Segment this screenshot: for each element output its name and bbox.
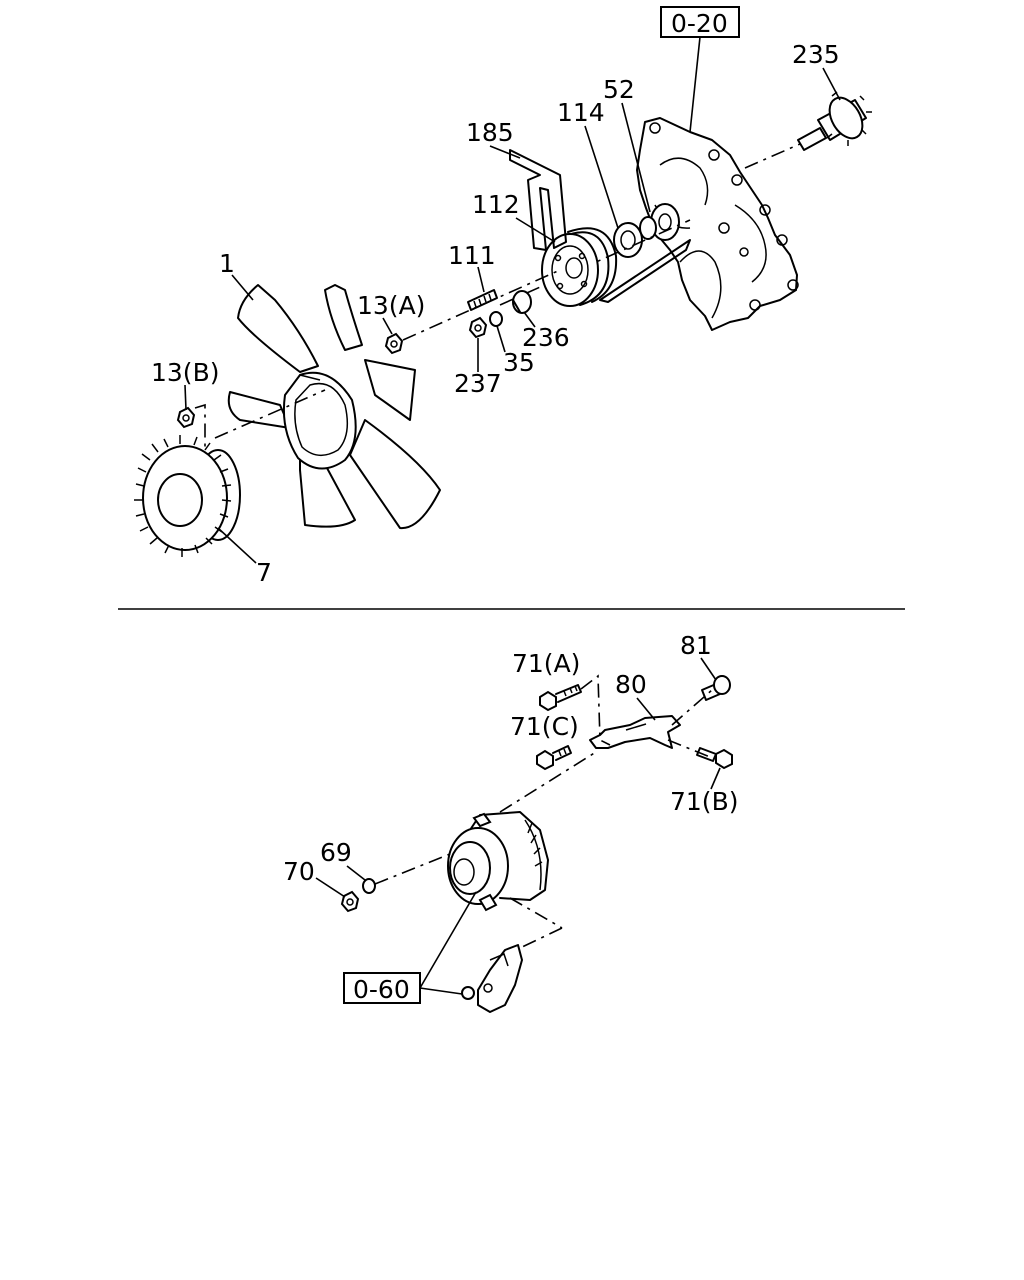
part-label-114: 114 <box>557 98 605 127</box>
part-label-81: 81 <box>680 631 712 660</box>
part-label-71c: 71(C) <box>510 712 579 741</box>
part-label-52: 52 <box>603 75 635 104</box>
stud-111 <box>467 289 498 311</box>
bolt-81 <box>701 675 731 701</box>
bearing-114 <box>613 222 643 258</box>
ref-label-0-60[interactable]: 0-60 <box>353 975 410 1004</box>
part-label-7: 7 <box>256 558 272 587</box>
washer-35 <box>489 311 503 327</box>
part-label-70: 70 <box>283 857 315 886</box>
nut-237 <box>468 316 488 339</box>
shaft-gear-235 <box>744 91 872 169</box>
cooling-fan-1 <box>227 284 441 530</box>
seal-52 <box>639 203 680 241</box>
nut-13b <box>176 406 196 429</box>
bracket-185 <box>509 149 567 251</box>
lower-leader-lines <box>315 657 721 995</box>
nut-70 <box>340 890 360 913</box>
bolt-71c <box>536 745 572 771</box>
part-label-112: 112 <box>472 190 520 219</box>
part-label-80: 80 <box>615 670 647 699</box>
part-label-71b: 71(B) <box>670 787 738 816</box>
fan-clutch-7 <box>134 435 241 557</box>
alternator-bracket <box>461 944 523 1013</box>
ref-label-0-20[interactable]: 0-20 <box>671 9 728 38</box>
part-label-71a: 71(A) <box>512 649 580 678</box>
part-label-13a: 13(A) <box>357 291 425 320</box>
bracket-80 <box>589 689 713 758</box>
nut-13a <box>384 332 404 355</box>
part-label-185: 185 <box>466 118 514 147</box>
ref-box-0-60[interactable] <box>343 972 421 1004</box>
upper-leader-lines <box>184 36 841 564</box>
part-label-235: 235 <box>792 40 840 69</box>
bolt-71b <box>696 747 733 770</box>
washer-69 <box>362 878 376 894</box>
part-label-69: 69 <box>320 838 352 867</box>
part-label-111: 111 <box>448 241 496 270</box>
part-label-237: 237 <box>454 369 502 398</box>
spacer-236 <box>512 290 532 314</box>
part-label-1: 1 <box>219 249 235 278</box>
part-label-236: 236 <box>522 323 570 352</box>
part-label-13b: 13(B) <box>151 358 219 387</box>
part-label-35: 35 <box>503 348 535 377</box>
ref-box-0-20[interactable] <box>660 6 740 38</box>
bolt-71a <box>539 684 582 712</box>
alternator <box>447 751 597 949</box>
pulley-112 <box>541 227 618 307</box>
